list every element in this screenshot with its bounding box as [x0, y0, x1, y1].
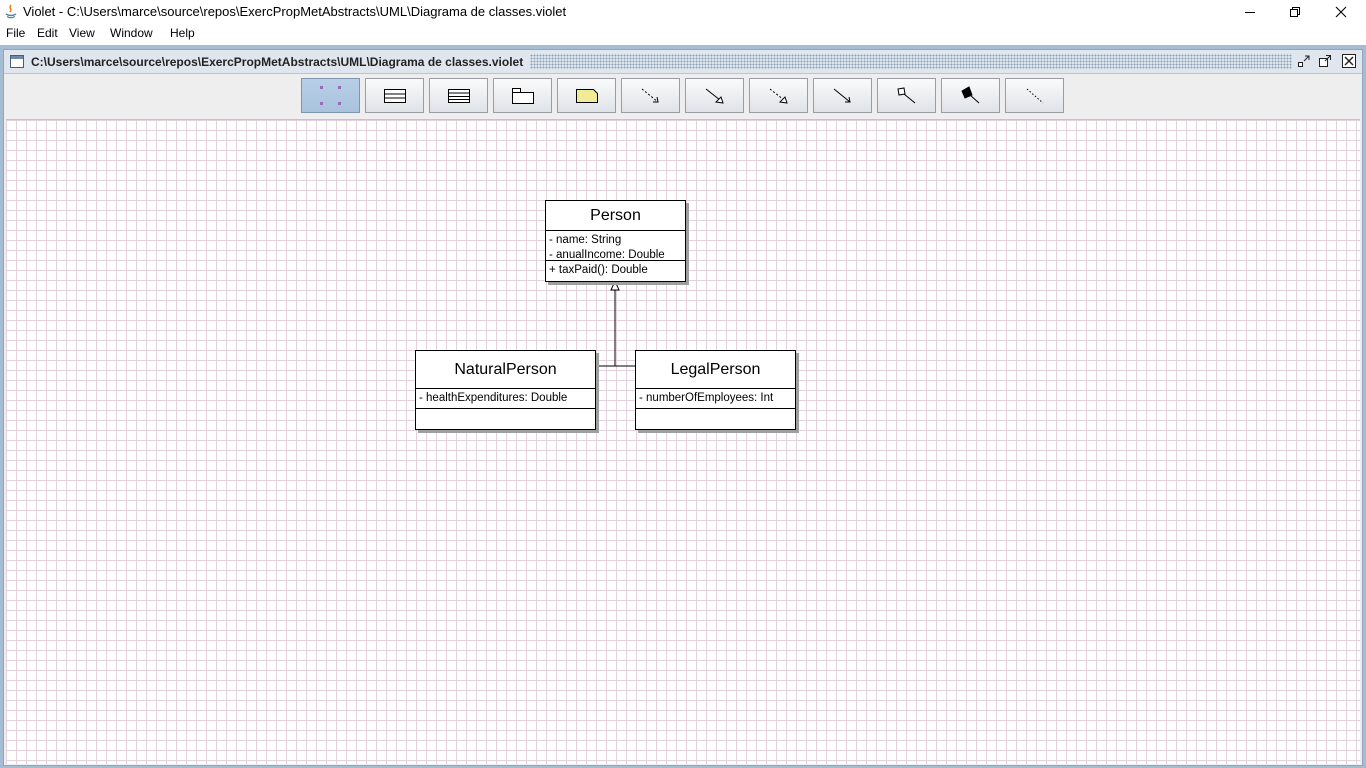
close-frame-icon[interactable]	[1342, 54, 1356, 68]
tool-composition[interactable]	[941, 78, 1000, 113]
class-legal-person[interactable]: LegalPerson - numberOfEmployees: Int	[635, 350, 796, 430]
aggregation-edge-icon	[896, 86, 915, 103]
menu-view[interactable]: View	[69, 26, 95, 40]
class-node-icon	[383, 88, 406, 103]
os-title-bar: Violet - C:\Users\marce\source\repos\Exe…	[0, 0, 1366, 23]
class-name: NaturalPerson	[416, 351, 595, 389]
minimize-icon	[1244, 11, 1255, 13]
methods-section	[416, 409, 595, 429]
attributes-section: - healthExpenditures: Double	[416, 389, 595, 409]
association-edge-icon	[833, 88, 851, 102]
methods-section	[636, 409, 795, 429]
tool-note-connector[interactable]	[1005, 78, 1064, 113]
minimize-button[interactable]	[1227, 0, 1272, 23]
maximize-frame-icon[interactable]	[1318, 54, 1332, 68]
frame-title-bar[interactable]: C:\Users\marce\source\repos\ExercPropMet…	[4, 50, 1362, 74]
inheritance-edge-icon	[705, 88, 724, 104]
frame-window-icon	[10, 55, 24, 68]
attribute: - healthExpenditures: Double	[419, 392, 568, 404]
methods-section: + taxPaid(): Double	[546, 261, 685, 281]
tool-dependency[interactable]	[621, 78, 680, 113]
method: + taxPaid(): Double	[549, 264, 648, 276]
attribute: - numberOfEmployees: Int	[639, 392, 774, 404]
restore-icon	[1289, 6, 1300, 17]
menu-window[interactable]: Window	[110, 26, 153, 40]
attribute: - name: String	[549, 234, 622, 246]
note-node-icon	[575, 88, 598, 103]
class-name: LegalPerson	[636, 351, 795, 389]
attributes-section: - numberOfEmployees: Int	[636, 389, 795, 409]
menu-help[interactable]: Help	[170, 26, 195, 40]
menu-bar: File Edit View Window Help	[0, 23, 1366, 45]
tool-bar	[4, 75, 1362, 119]
tool-association[interactable]	[813, 78, 872, 113]
package-node-icon	[511, 87, 534, 104]
tool-note[interactable]	[557, 78, 616, 113]
tool-realization[interactable]	[749, 78, 808, 113]
diagram-frame: C:\Users\marce\source\repos\ExercPropMet…	[3, 49, 1363, 766]
attribute: - anualIncome: Double	[549, 249, 665, 261]
interface-node-icon	[447, 88, 470, 103]
select-grabber-icon	[319, 85, 341, 105]
menu-edit[interactable]: Edit	[37, 26, 58, 40]
diagram-canvas[interactable]: Person - name: String - anualIncome: Dou…	[6, 119, 1360, 764]
class-natural-person[interactable]: NaturalPerson - healthExpenditures: Doub…	[415, 350, 596, 430]
restore-button[interactable]	[1272, 0, 1317, 23]
tool-select[interactable]	[301, 78, 360, 113]
menu-file[interactable]: File	[6, 26, 26, 40]
tool-inheritance[interactable]	[685, 78, 744, 113]
close-icon	[1335, 6, 1346, 17]
attributes-section: - name: String - anualIncome: Double	[546, 231, 685, 261]
tool-interface[interactable]	[429, 78, 488, 113]
interface-realization-edge-icon	[769, 88, 788, 104]
iconify-icon[interactable]	[1297, 54, 1311, 68]
window-title: Violet - C:\Users\marce\source\repos\Exe…	[23, 4, 567, 19]
title-bar-texture	[530, 54, 1292, 69]
inheritance-arrowhead	[610, 279, 620, 291]
tool-class[interactable]	[365, 78, 424, 113]
tool-package[interactable]	[493, 78, 552, 113]
dependency-edge-icon	[641, 88, 659, 102]
composition-edge-icon	[960, 85, 979, 103]
frame-title: C:\Users\marce\source\repos\ExercPropMet…	[31, 55, 524, 69]
close-button[interactable]	[1318, 0, 1363, 23]
note-connector-edge-icon	[1026, 88, 1043, 103]
tool-aggregation[interactable]	[877, 78, 936, 113]
class-person[interactable]: Person - name: String - anualIncome: Dou…	[545, 200, 686, 282]
java-app-icon	[5, 4, 17, 19]
class-name: Person	[546, 201, 685, 231]
